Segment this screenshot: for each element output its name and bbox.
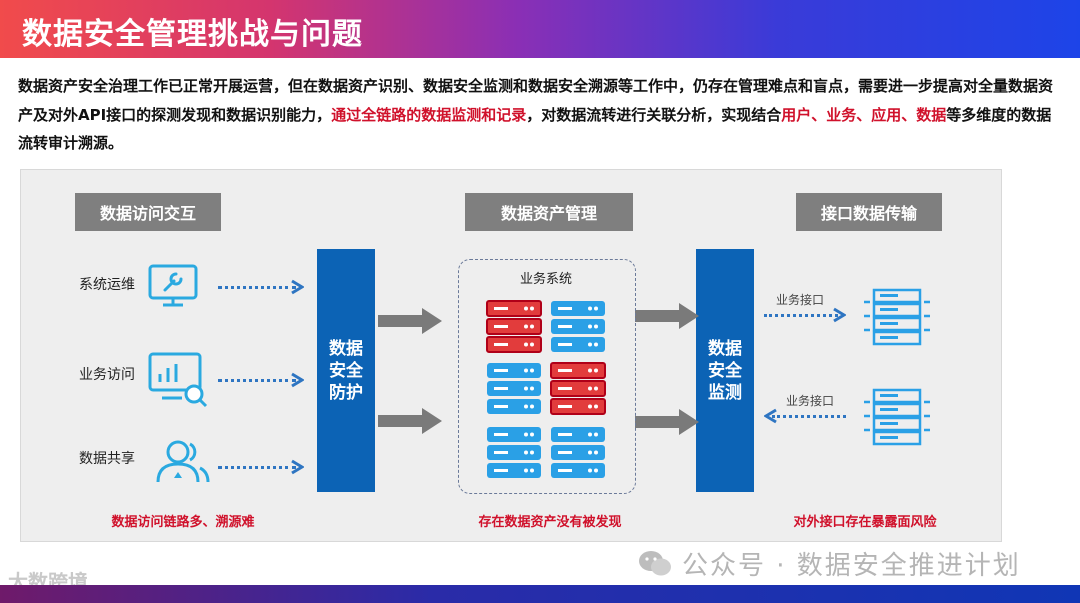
users-share-icon xyxy=(156,440,210,483)
server-icon xyxy=(551,427,605,478)
intro-highlight-1: 通过全链路的数据监测和记录 xyxy=(331,105,527,124)
title-bar: 数据安全管理挑战与问题 xyxy=(0,0,1080,58)
wechat-icon xyxy=(639,550,671,575)
maintenance-monitor-icon xyxy=(148,264,198,307)
intro-text-3: 等多维度的数据流转审计溯源。 xyxy=(18,105,1052,153)
caption-interface-exposure: 对外接口存在暴露面风险 xyxy=(793,515,937,530)
interface-label-top: 业务接口 xyxy=(776,293,825,307)
analytics-monitor-icon xyxy=(148,352,208,408)
dotted-arrow-interface-in xyxy=(772,415,846,418)
arrow-head-icon xyxy=(833,307,846,323)
intro-highlight-2: 用户、业务、应用、数据 xyxy=(781,105,947,124)
arrow-head-icon xyxy=(291,459,304,475)
header-interface-transfer: 接口数据传输 xyxy=(796,193,942,231)
server-icon xyxy=(487,427,541,478)
row-label-share: 数据共享 xyxy=(79,451,135,467)
arrow-head-icon xyxy=(291,279,304,295)
intro-text-2: ，对数据流转进行关联分析，实现结合 xyxy=(526,105,782,124)
row-label-ops: 系统运维 xyxy=(79,277,135,293)
external-server-icon xyxy=(864,388,930,446)
gray-arrow-icon xyxy=(635,303,699,329)
arrow-head-icon xyxy=(291,372,304,388)
dotted-arrow-access xyxy=(218,379,296,382)
gray-arrow-icon xyxy=(378,308,442,334)
caption-undiscovered-assets: 存在数据资产没有被发现 xyxy=(478,515,622,530)
page-title: 数据安全管理挑战与问题 xyxy=(22,17,363,52)
business-system-box xyxy=(458,259,636,494)
dotted-arrow-ops xyxy=(218,286,296,289)
header-data-access: 数据访问交互 xyxy=(75,193,221,231)
intro-paragraph: 数据资产安全治理工作已正常开展运营，但在数据资产识别、数据安全监测和数据安全溯源… xyxy=(18,72,1064,158)
wechat-watermark: 公众号 · 数据安全推进计划 xyxy=(638,545,1021,582)
caption-access-chain: 数据访问链路多、溯源难 xyxy=(111,515,255,530)
watermark-text: 公众号 · 数据安全推进计划 xyxy=(682,551,1021,581)
data-protection-label: 数据安全防护 xyxy=(329,338,363,403)
row-label-access: 业务访问 xyxy=(79,367,135,383)
interface-label-bottom: 业务接口 xyxy=(786,394,835,408)
business-system-label: 业务系统 xyxy=(519,272,572,287)
data-protection-column: 数据安全防护 xyxy=(317,249,375,492)
server-icon xyxy=(551,301,605,352)
dotted-arrow-interface-out xyxy=(764,314,838,317)
data-monitoring-label: 数据安全监测 xyxy=(708,338,742,403)
header-asset-management: 数据资产管理 xyxy=(465,193,633,231)
bottom-bar xyxy=(0,585,1080,603)
server-icon xyxy=(487,363,541,414)
server-unmanaged-icon xyxy=(486,300,542,353)
data-monitoring-column: 数据安全监测 xyxy=(696,249,754,492)
server-unmanaged-icon xyxy=(550,362,606,415)
arrow-head-left-icon xyxy=(764,408,777,424)
external-server-icon xyxy=(864,288,930,346)
dotted-arrow-share xyxy=(218,466,296,469)
gray-arrow-icon xyxy=(378,408,442,434)
intro-text-1: 数据资产安全治理工作已正常开展运营，但在数据资产识别、数据安全监测和数据安全溯源… xyxy=(18,77,1054,124)
gray-arrow-icon xyxy=(635,409,699,435)
